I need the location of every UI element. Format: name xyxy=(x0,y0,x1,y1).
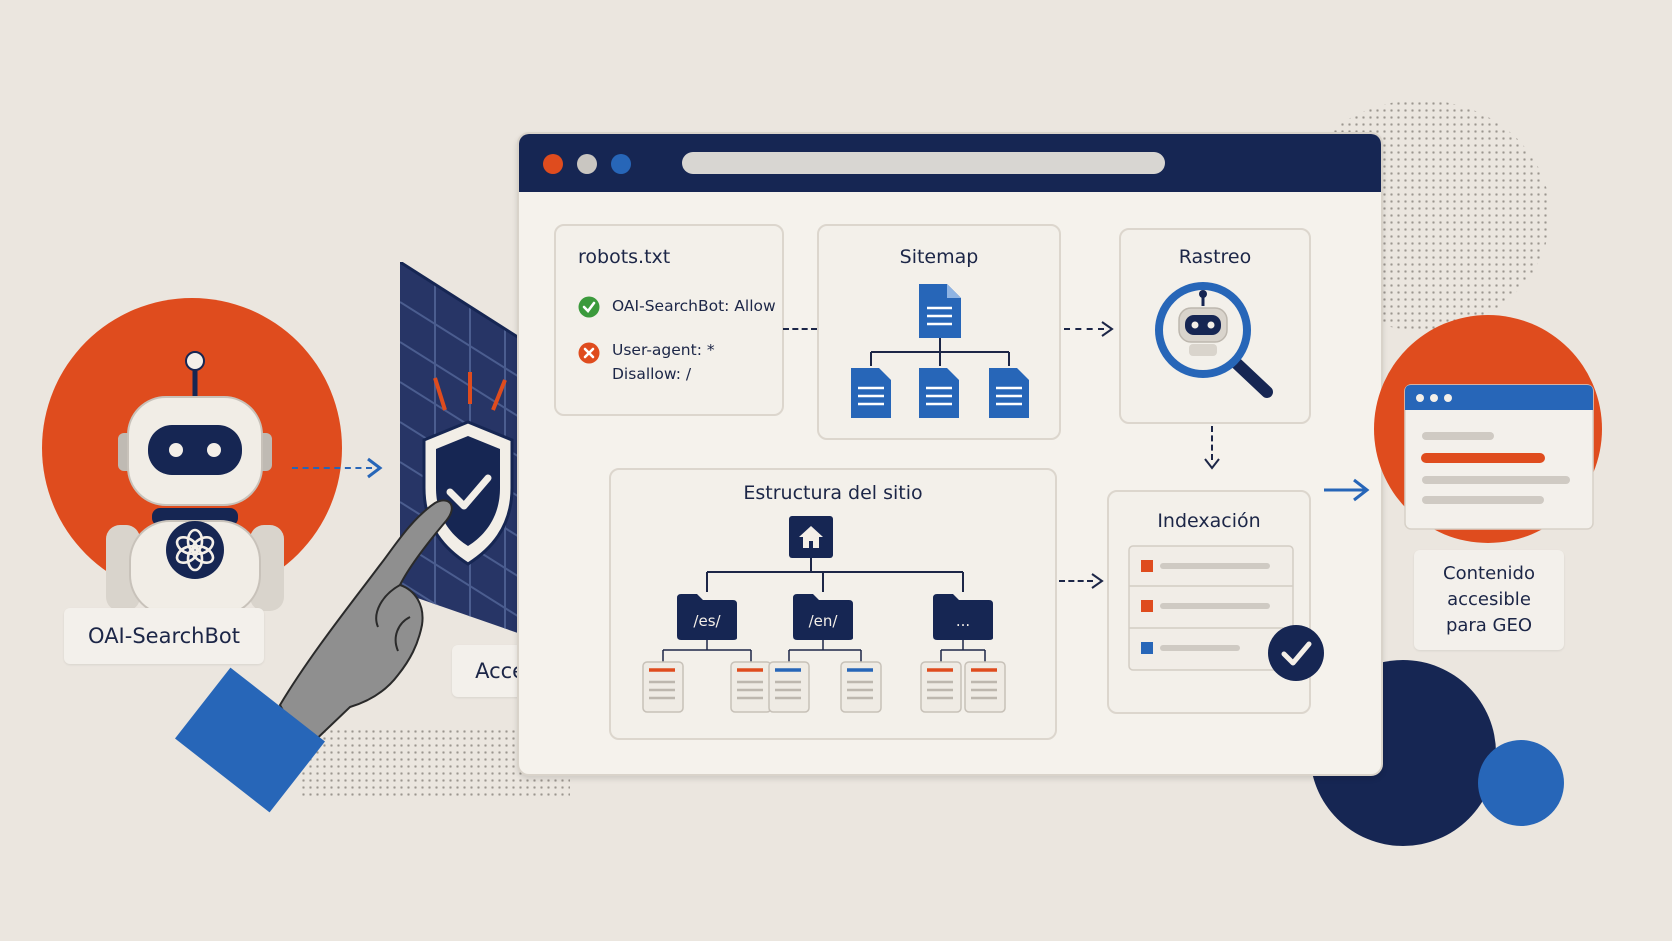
index-list xyxy=(1128,545,1294,671)
result-browser-icon xyxy=(1404,384,1594,530)
magnifier-robot-icon xyxy=(1155,282,1273,398)
indexing-card: Indexación xyxy=(1107,490,1324,714)
arrowhead-icon xyxy=(1091,573,1104,589)
folder-more-label: ... xyxy=(955,612,971,630)
browser-titlebar xyxy=(519,134,1381,192)
folder-icon xyxy=(677,594,737,640)
result-label-line3: para GEO xyxy=(1445,615,1533,636)
crawl-title: Rastreo xyxy=(1178,246,1252,268)
folder-icon xyxy=(793,594,853,640)
shield-check-icon xyxy=(422,420,514,566)
browser-window: robots.txt OAI-SearchBot: Allow User-age… xyxy=(517,132,1383,776)
arrowhead-icon xyxy=(1204,458,1220,470)
sitemap-card: Sitemap xyxy=(817,224,1061,440)
robots-card: robots.txt OAI-SearchBot: Allow User-age… xyxy=(554,224,784,416)
indexing-title: Indexación xyxy=(1157,510,1261,532)
robots-allow-rule: OAI-SearchBot: Allow xyxy=(612,297,776,315)
document-icon xyxy=(919,284,961,338)
structure-tree-lines xyxy=(706,558,964,592)
check-circle-icon xyxy=(578,296,600,318)
arrow-index-to-result xyxy=(1324,478,1370,502)
address-bar[interactable] xyxy=(682,152,1165,174)
connector-robots-sitemap xyxy=(783,328,817,330)
structure-title: Estructura del sitio xyxy=(743,482,923,504)
connector-structure-index xyxy=(1059,580,1093,582)
folder-es[interactable]: /es/ xyxy=(677,592,737,640)
check-circle-icon xyxy=(1268,625,1324,681)
page-files-tree xyxy=(642,640,1006,713)
sitemap-tree-diagram xyxy=(851,284,1029,418)
structure-card: Estructura del sitio /es/ /en/ xyxy=(609,468,1057,740)
folder-en-label: /en/ xyxy=(808,612,838,630)
robots-block-rule-line1: User-agent: * xyxy=(612,341,715,359)
arrowhead-icon xyxy=(367,457,383,479)
error-circle-icon xyxy=(578,342,600,364)
arrowhead-icon xyxy=(1101,321,1114,337)
alert-spark-icon xyxy=(433,372,507,411)
folder-more[interactable]: ... xyxy=(933,592,993,640)
pointing-hand-illustration xyxy=(175,499,453,813)
window-minimize-dot[interactable] xyxy=(577,154,597,174)
window-maximize-dot[interactable] xyxy=(611,154,631,174)
robots-block-rule-line2: Disallow: / xyxy=(612,365,692,383)
connector-crawl-index xyxy=(1211,426,1213,460)
connector-sitemap-crawl xyxy=(1064,328,1104,330)
sitemap-title: Sitemap xyxy=(899,246,979,268)
result-label: Contenido accesible para GEO xyxy=(1414,550,1564,650)
bot-label-text: OAI-SearchBot xyxy=(88,624,240,648)
window-close-dot[interactable] xyxy=(543,154,563,174)
result-label-line1: Contenido xyxy=(1443,563,1535,584)
folder-en[interactable]: /en/ xyxy=(793,592,853,640)
bot-label: OAI-SearchBot xyxy=(64,608,264,664)
folder-es-label: /es/ xyxy=(693,612,721,630)
home-icon xyxy=(789,516,833,558)
robots-title: robots.txt xyxy=(578,246,671,268)
crawl-card: Rastreo xyxy=(1119,228,1311,424)
folder-icon xyxy=(933,594,993,640)
blue-circle-decoration xyxy=(1478,740,1564,826)
arrow-bot-to-access xyxy=(292,467,372,469)
result-label-line2: accesible xyxy=(1447,589,1531,610)
openai-logo-icon xyxy=(166,521,224,579)
